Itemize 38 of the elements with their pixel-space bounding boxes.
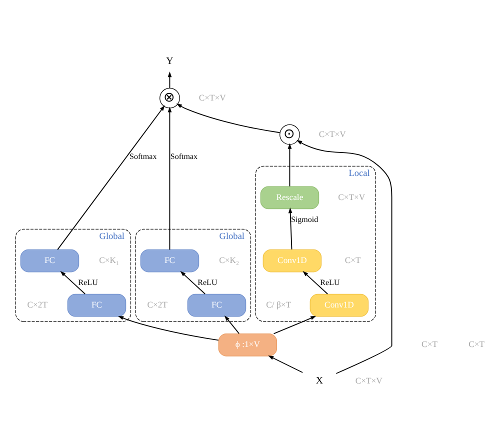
label: C/ β×T	[266, 300, 292, 310]
arrow	[180, 271, 206, 294]
arrow	[288, 208, 292, 250]
arrow	[60, 271, 86, 294]
label: C×T×V	[318, 128, 346, 139]
node-circle: ⊗	[160, 88, 180, 108]
node-box: Conv1D	[262, 249, 322, 272]
arrow	[302, 271, 328, 294]
arrow	[176, 103, 280, 134]
arrow	[296, 140, 392, 374]
arrow	[288, 143, 292, 187]
label: C×K₂	[219, 255, 240, 266]
label: C×T×V	[198, 92, 226, 102]
label: C×K₁	[99, 255, 120, 266]
node-box: ϕ :1×V	[218, 333, 278, 356]
node-box: FC	[187, 294, 246, 317]
node-box: FC	[20, 249, 80, 272]
arrow	[268, 356, 304, 373]
arrow	[273, 316, 316, 334]
label: C×T	[344, 255, 361, 266]
arrow	[224, 315, 240, 334]
label: C×2T	[147, 300, 168, 310]
arrow	[168, 72, 172, 88]
arrow	[168, 106, 172, 250]
label: C×T×V	[355, 376, 382, 386]
label: C×T	[422, 339, 438, 350]
node-text: X	[316, 376, 323, 387]
node-box: FC	[67, 294, 126, 317]
node-box: Conv1D	[310, 294, 369, 317]
label: C×T×V	[338, 192, 366, 202]
node-box: FC	[140, 249, 200, 272]
arrow	[57, 105, 165, 250]
node-box: Rescale	[260, 186, 320, 210]
node-text: Y	[166, 56, 174, 67]
node-circle: ⊙	[280, 124, 300, 145]
label: C×2T	[27, 300, 48, 310]
arrow	[118, 316, 219, 341]
label: C×T	[468, 339, 484, 350]
